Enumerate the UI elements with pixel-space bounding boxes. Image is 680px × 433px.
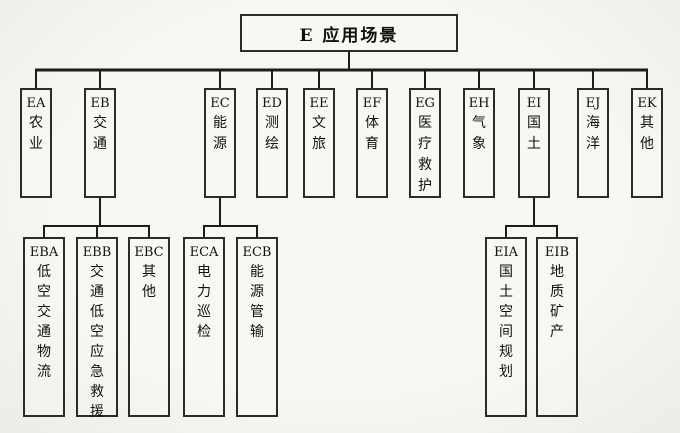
node-ej: EJ 海洋 [577, 88, 609, 198]
node-ebb: EBB 交通低空应急救援 [76, 237, 118, 420]
node-root: E 应用场景 [240, 14, 458, 52]
node-eg: EG 医疗救护 [409, 88, 441, 198]
node-code: EIB [544, 245, 570, 260]
node-label: 其他 [142, 264, 156, 300]
node-eca: ECA 电力巡检 [183, 237, 225, 417]
node-label: 体育 [365, 115, 379, 152]
node-code: EH [468, 96, 490, 111]
node-label: 气象 [472, 115, 486, 152]
node-code: EIA [493, 245, 518, 260]
node-eh: EH 气象 [463, 88, 495, 198]
node-code: EB [90, 96, 110, 111]
node-ea: EA 农业 [20, 88, 52, 198]
node-code: EBC [134, 245, 164, 260]
node-code: EBA [29, 245, 59, 260]
node-label: 医疗救护 [418, 115, 432, 194]
node-ef: EF 体育 [356, 88, 388, 198]
node-ebc: EBC 其他 [128, 237, 170, 417]
node-label: 农业 [29, 115, 43, 152]
node-eia: EIA 国土空间规划 [485, 237, 527, 417]
node-label: 交通 [93, 115, 107, 152]
node-code: EK [637, 96, 657, 111]
node-code: EJ [585, 96, 601, 111]
root-label: E 应用场景 [299, 25, 399, 46]
node-code: EF [362, 96, 382, 111]
node-label: 电力巡检 [197, 264, 211, 340]
node-code: EI [526, 96, 542, 111]
node-code: ECB [242, 245, 272, 260]
node-label: 国土空间规划 [499, 264, 513, 380]
node-eba: EBA 低空交通物流 [23, 237, 65, 417]
node-ek: EK 其他 [631, 88, 663, 198]
node-ed: ED 测绘 [256, 88, 288, 198]
node-label: 地质矿产 [550, 264, 564, 340]
node-label: 低空交通物流 [37, 264, 51, 380]
node-ee: EE 文旅 [303, 88, 335, 198]
node-code: ED [262, 96, 282, 111]
node-ei: EI 国土 [518, 88, 550, 198]
node-label: 国土 [527, 115, 541, 152]
node-code: EBB [82, 245, 112, 260]
node-label: 其他 [640, 115, 654, 152]
node-label: 交通低空应急救援 [90, 264, 104, 420]
node-eib: EIB 地质矿产 [536, 237, 578, 417]
node-eb: EB 交通 [84, 88, 116, 198]
node-code: EA [26, 96, 46, 111]
node-label: 测绘 [265, 115, 279, 152]
node-code: EG [415, 96, 435, 111]
node-label: 海洋 [586, 115, 600, 152]
node-ecb: ECB 能源管输 [236, 237, 278, 417]
node-label: 能源管输 [250, 264, 264, 340]
node-code: EC [210, 96, 230, 111]
node-code: ECA [189, 245, 219, 260]
node-label: 文旅 [312, 115, 326, 152]
node-ec: EC 能源 [204, 88, 236, 198]
node-code: EE [309, 96, 329, 111]
node-label: 能源 [213, 115, 227, 152]
